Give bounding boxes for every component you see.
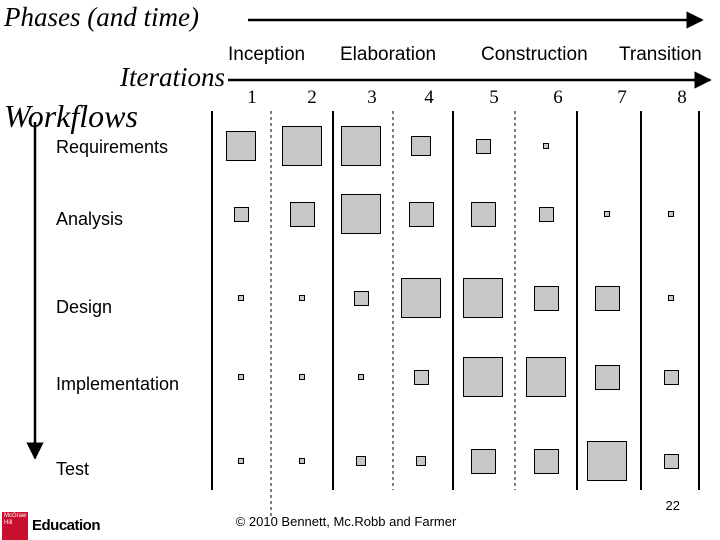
effort-square-design-iter-6 (533, 285, 559, 311)
effort-square-test-iter-3 (356, 456, 366, 466)
phase-construction: Construction (481, 44, 588, 65)
workflow-analysis: Analysis (56, 209, 124, 229)
effort-square-analysis-iter-7 (604, 211, 610, 217)
page-number: 22 (665, 498, 680, 513)
effort-square-test-iter-1 (238, 458, 244, 464)
iteration-2: 2 (307, 87, 317, 108)
workflow-design: Design (56, 297, 113, 317)
publisher-name: Education (32, 517, 101, 534)
effort-square-requirements-iter-1 (226, 131, 256, 161)
iterations-label: Iterations (120, 62, 225, 92)
effort-square-analysis-iter-1 (233, 206, 249, 222)
phase-transition: Transition (619, 44, 702, 65)
effort-square-design-iter-5 (463, 278, 503, 318)
effort-square-requirements-iter-3 (341, 126, 381, 166)
effort-square-requirements-iter-6 (543, 143, 549, 149)
effort-square-implementation-iter-1 (238, 374, 244, 380)
effort-square-implementation-iter-6 (526, 357, 566, 397)
iteration-1: 1 (247, 87, 257, 108)
effort-square-analysis-iter-4 (408, 201, 434, 227)
effort-square-test-iter-8 (663, 453, 679, 469)
effort-square-requirements-iter-5 (475, 138, 491, 154)
workflows-label: Workflows (4, 98, 138, 134)
iteration-7: 7 (617, 87, 627, 108)
workflow-requirements: Requirements (56, 137, 169, 157)
effort-square-design-iter-3 (353, 290, 369, 306)
logo-text: McGraw Hill (4, 513, 27, 526)
copyright-notice: © 2010 Bennett, Mc.Robb and Farmer (235, 514, 457, 529)
effort-square-analysis-iter-2 (289, 201, 315, 227)
mcgraw-hill-logo: McGraw Hill (2, 512, 28, 540)
effort-square-test-iter-4 (416, 456, 426, 466)
effort-square-implementation-iter-2 (299, 374, 305, 380)
effort-square-implementation-iter-5 (463, 357, 503, 397)
phase-inception: Inception (228, 44, 306, 65)
iteration-6: 6 (553, 87, 563, 108)
effort-square-test-iter-5 (470, 448, 496, 474)
workflow-test: Test (56, 459, 90, 479)
effort-square-design-iter-1 (238, 295, 244, 301)
iteration-4: 4 (424, 87, 434, 108)
effort-square-test-iter-7 (587, 441, 627, 481)
iteration-3: 3 (367, 87, 377, 108)
effort-square-design-iter-2 (299, 295, 305, 301)
effort-square-implementation-iter-3 (358, 374, 364, 380)
effort-square-analysis-iter-8 (668, 211, 674, 217)
iteration-8: 8 (677, 87, 687, 108)
phases-title: Phases (and time) (4, 2, 199, 32)
effort-square-design-iter-4 (401, 278, 441, 318)
effort-square-test-iter-2 (299, 458, 305, 464)
effort-square-analysis-iter-3 (341, 194, 381, 234)
effort-square-test-iter-6 (533, 448, 559, 474)
effort-square-requirements-iter-4 (411, 136, 431, 156)
effort-square-implementation-iter-4 (413, 369, 429, 385)
effort-square-implementation-iter-8 (663, 369, 679, 385)
phase-boundaries (211, 111, 700, 490)
effort-square-design-iter-8 (668, 295, 674, 301)
workflow-implementation: Implementation (56, 374, 180, 394)
effort-square-requirements-iter-2 (282, 126, 322, 166)
effort-square-analysis-iter-5 (470, 201, 496, 227)
effort-square-implementation-iter-7 (594, 364, 620, 390)
iteration-boundaries (270, 111, 516, 518)
iteration-5: 5 (489, 87, 499, 108)
phase-elaboration: Elaboration (340, 44, 437, 65)
effort-square-analysis-iter-6 (538, 206, 554, 222)
effort-square-design-iter-7 (594, 285, 620, 311)
